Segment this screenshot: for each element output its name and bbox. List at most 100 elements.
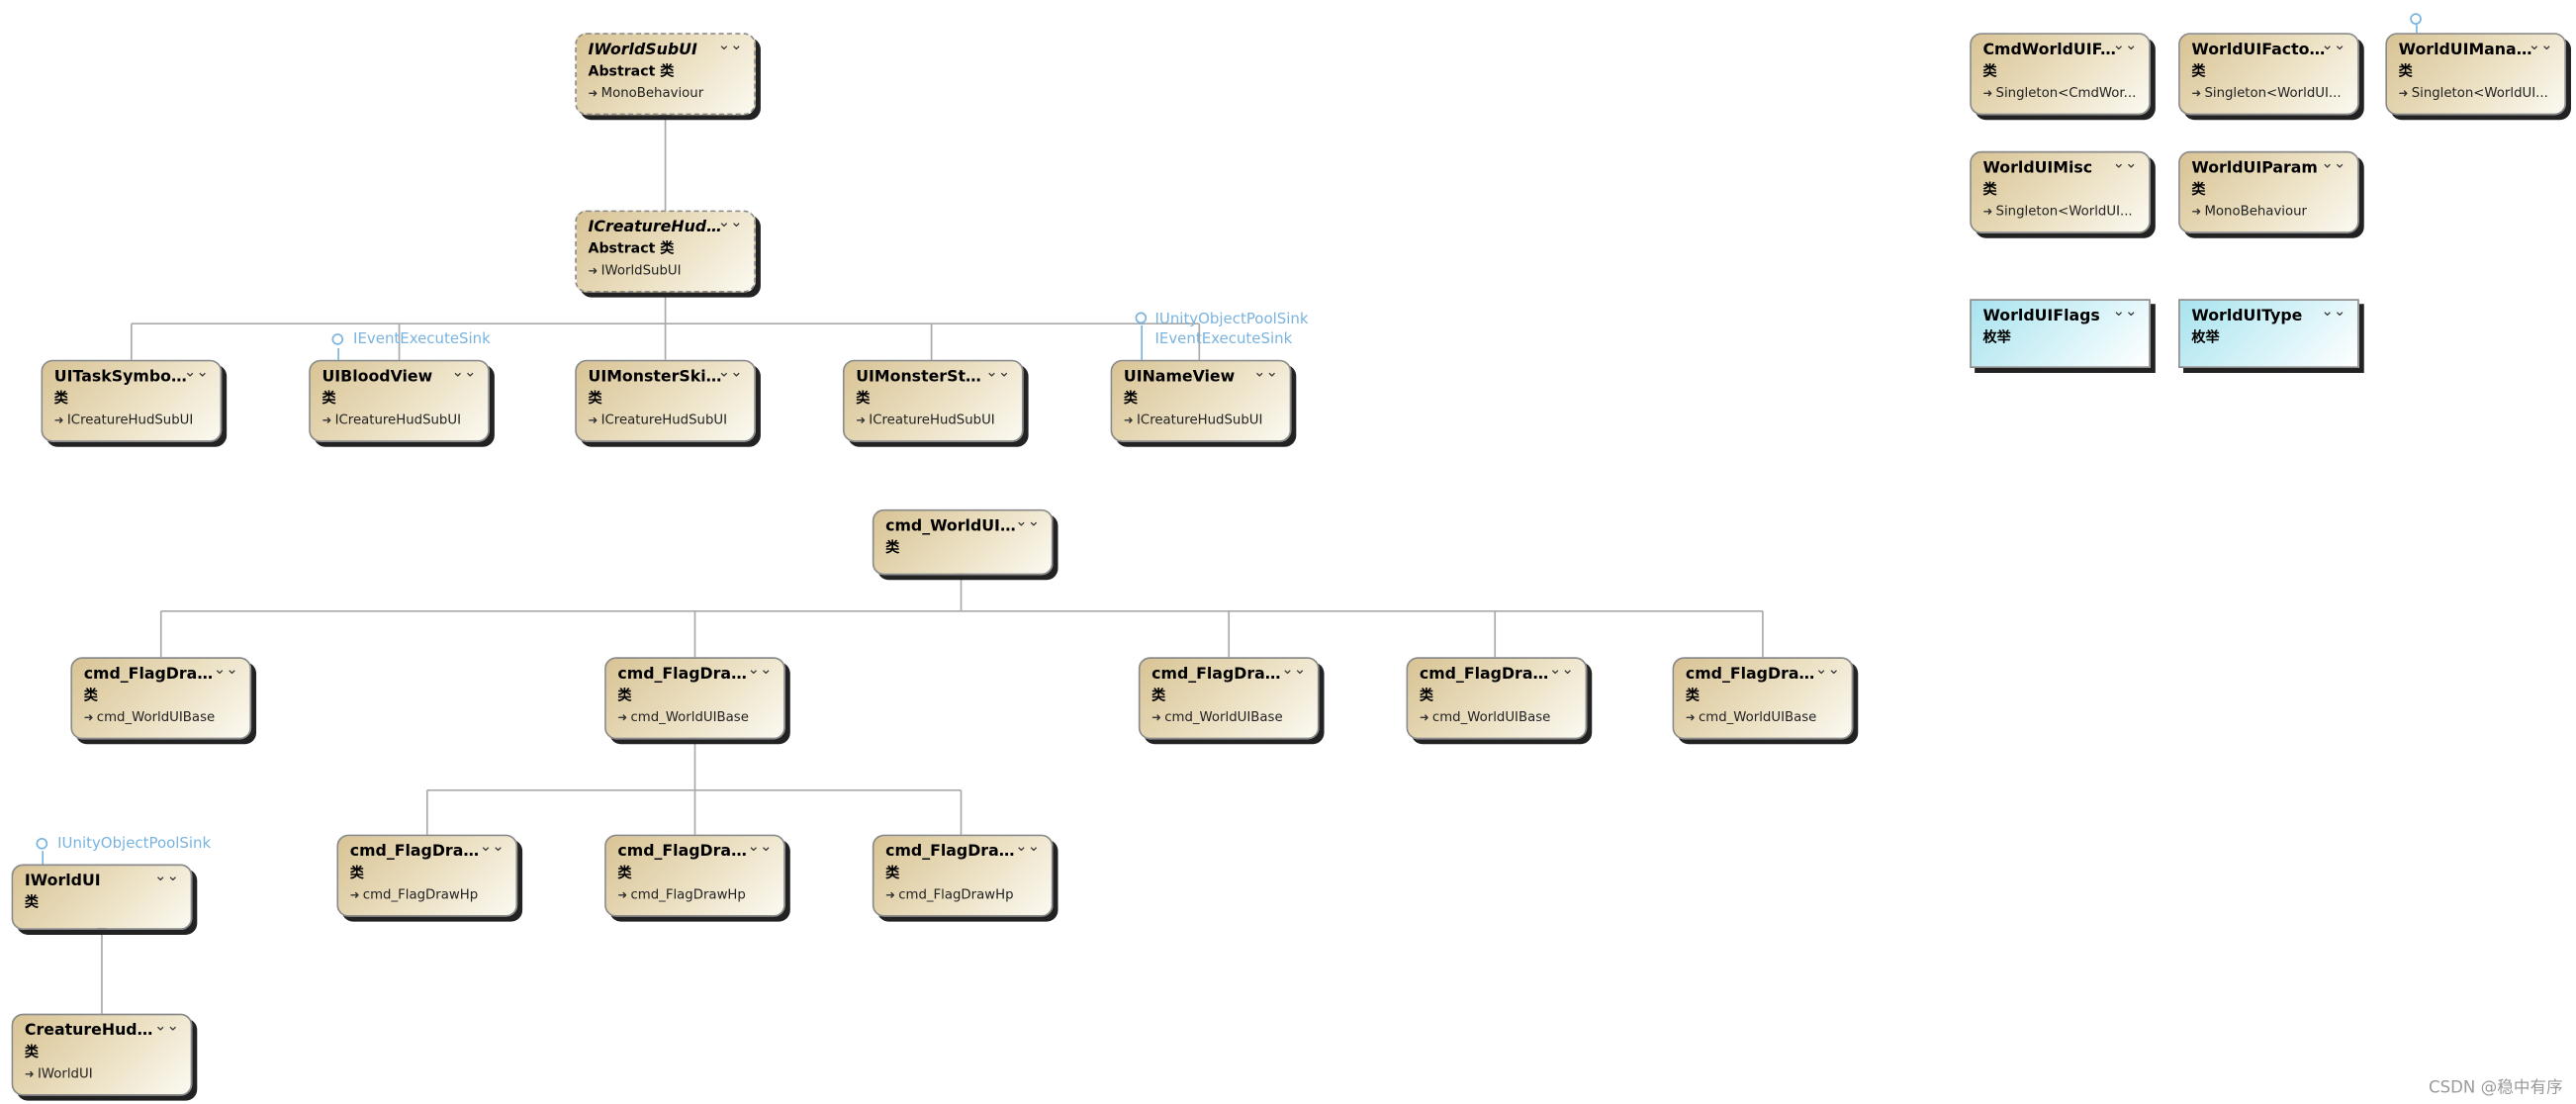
class-base: ➜cmd_FlagDrawHp [617, 886, 746, 902]
class-node-uibloodview[interactable]: UIBloodView 类 ➜ICreatureHudSubUI ⌄⌄ [309, 359, 490, 442]
class-node-cmdworlduif[interactable]: CmdWorldUIF... 类 ➜Singleton<CmdWor... ⌄⌄ [1970, 33, 2151, 116]
class-node-flagdrawhp-3[interactable]: cmd_FlagDraw... 类 ➜cmd_FlagDrawHp ⌄⌄ [872, 834, 1054, 917]
class-node-uinameview[interactable]: UINameView 类 ➜ICreatureHudSubUI ⌄⌄ [1110, 359, 1292, 442]
class-base: ➜cmd_WorldUIBase [617, 709, 749, 725]
class-node-flagdrawhp-2[interactable]: cmd_FlagDraw... 类 ➜cmd_FlagDrawHp ⌄⌄ [604, 834, 785, 917]
class-name: cmd_FlagDraw... [885, 842, 1021, 862]
class-node-flagdrawhp-1[interactable]: cmd_FlagDraw... 类 ➜cmd_FlagDrawHp ⌄⌄ [336, 834, 518, 917]
inherit-arrow-icon: ➜ [1151, 711, 1161, 725]
class-kind: 类 [24, 895, 40, 912]
chevron-down-icon[interactable]: ⌄⌄ [1814, 662, 1840, 679]
class-name: WorldUIFactory [2191, 41, 2327, 59]
class-node-uimonsterskill[interactable]: UIMonsterSkill... 类 ➜ICreatureHudSubUI ⌄… [575, 359, 756, 442]
class-node-worlduimisc[interactable]: WorldUIMisc 类 ➜Singleton<WorldUI... ⌄⌄ [1970, 150, 2151, 233]
chevron-down-icon[interactable]: ⌄⌄ [213, 662, 238, 679]
class-base: ➜Singleton<WorldUI... [2398, 85, 2548, 101]
chevron-down-icon[interactable]: ⌄⌄ [717, 215, 743, 232]
class-name: cmd_FlagDraw... [83, 665, 219, 684]
class-node-cmdworlduibase[interactable]: cmd_WorldUIB... 类 ⌄⌄ [872, 508, 1054, 576]
class-name: IWorldSubUI [588, 41, 697, 59]
interface-label: IUnityObjectPoolSink [1154, 312, 1309, 329]
class-name: ICreatureHudSub... [588, 218, 723, 237]
chevron-down-icon[interactable]: ⌄⌄ [2112, 38, 2138, 54]
inherit-arrow-icon: ➜ [349, 888, 360, 902]
chevron-down-icon[interactable]: ⌄⌄ [1281, 662, 1307, 679]
class-name: UIMonsterStat... [856, 367, 991, 387]
class-kind: 类 [1982, 63, 1997, 81]
chevron-down-icon[interactable]: ⌄⌄ [2528, 38, 2553, 54]
chevron-down-icon[interactable]: ⌄⌄ [747, 662, 773, 679]
class-node-flagdraw-5[interactable]: cmd_FlagDraw... 类 ➜cmd_WorldUIBase ⌄⌄ [1672, 657, 1854, 740]
class-name: WorldUIMana... [2398, 41, 2533, 59]
chevron-down-icon[interactable]: ⌄⌄ [451, 364, 477, 382]
class-base: ➜IWorldSubUI [588, 262, 682, 278]
class-node-iworldui[interactable]: IWorldUI 类 ⌄⌄ [11, 864, 193, 930]
inherit-arrow-icon: ➜ [1982, 205, 1993, 219]
class-name: cmd_FlagDraw... [1151, 665, 1287, 684]
class-name: CmdWorldUIF... [1982, 41, 2118, 59]
class-name: WorldUIParam [2191, 159, 2318, 178]
class-base: ➜ICreatureHudSubUI [1123, 412, 1263, 427]
chevron-down-icon[interactable]: ⌄⌄ [2321, 304, 2346, 321]
interface-lollipop-icon [331, 333, 344, 345]
inherit-arrow-icon: ➜ [588, 414, 598, 427]
chevron-down-icon[interactable]: ⌄⌄ [1015, 839, 1041, 857]
chevron-down-icon[interactable]: ⌄⌄ [1252, 364, 1279, 382]
class-name: cmd_WorldUIB... [885, 517, 1021, 536]
class-kind: 类 [349, 866, 364, 882]
class-node-iworldsubui[interactable]: IWorldSubUI Abstract 类 ➜MonoBehaviour ⌄⌄ [575, 33, 756, 116]
enum-name: WorldUIType [2191, 307, 2303, 325]
chevron-down-icon[interactable]: ⌄⌄ [153, 869, 180, 886]
class-kind: 类 [2191, 63, 2206, 81]
chevron-down-icon[interactable]: ⌄⌄ [479, 839, 505, 857]
class-base: ➜cmd_WorldUIBase [1151, 709, 1283, 725]
chevron-down-icon[interactable]: ⌄⌄ [2112, 304, 2138, 321]
chevron-down-icon[interactable]: ⌄⌄ [2112, 155, 2138, 173]
class-node-creaturehudw[interactable]: CreatureHudW... 类 ➜IWorldUI ⌄⌄ [11, 1013, 193, 1096]
interface-label: IEventExecuteSink [353, 331, 491, 349]
inherit-arrow-icon: ➜ [617, 711, 628, 725]
class-node-flagdraw-1[interactable]: cmd_FlagDraw... 类 ➜cmd_WorldUIBase ⌄⌄ [70, 657, 252, 740]
class-node-flagdraw-4[interactable]: cmd_FlagDraw... 类 ➜cmd_WorldUIBase ⌄⌄ [1406, 657, 1588, 740]
class-base: ➜Singleton<WorldUI... [2191, 85, 2342, 101]
chevron-down-icon[interactable]: ⌄⌄ [1015, 513, 1041, 531]
class-node-worlduifactory[interactable]: WorldUIFactory 类 ➜Singleton<WorldUI... ⌄… [2178, 33, 2359, 116]
class-node-worlduimana[interactable]: WorldUIMana... 类 ➜Singleton<WorldUI... ⌄… [2385, 33, 2567, 116]
class-node-icreaturehudsub[interactable]: ICreatureHudSub... Abstract 类 ➜IWorldSub… [575, 210, 756, 293]
class-base: ➜ICreatureHudSubUI [53, 412, 194, 427]
class-kind: Abstract 类 [588, 241, 675, 258]
class-base: ➜Singleton<CmdWor... [1982, 85, 2137, 101]
class-name: CreatureHudW... [24, 1021, 160, 1041]
enum-node-worlduiflags[interactable]: WorldUIFlags 枚举 ⌄⌄ [1970, 299, 2151, 368]
chevron-down-icon[interactable]: ⌄⌄ [183, 364, 209, 382]
chevron-down-icon[interactable]: ⌄⌄ [1548, 662, 1574, 679]
class-node-flagdraw-2[interactable]: cmd_FlagDraw... 类 ➜cmd_WorldUIBase ⌄⌄ [604, 657, 785, 740]
inherit-arrow-icon: ➜ [2398, 87, 2409, 101]
class-kind: 类 [1151, 688, 1166, 705]
class-node-worlduiparam[interactable]: WorldUIParam 类 ➜MonoBehaviour ⌄⌄ [2178, 150, 2359, 233]
chevron-down-icon[interactable]: ⌄⌄ [2321, 38, 2346, 54]
chevron-down-icon[interactable]: ⌄⌄ [985, 364, 1011, 382]
chevron-down-icon[interactable]: ⌄⌄ [2321, 155, 2346, 173]
chevron-down-icon[interactable]: ⌄⌄ [153, 1018, 180, 1036]
inherit-arrow-icon: ➜ [588, 87, 598, 101]
class-base: ➜cmd_WorldUIBase [1419, 709, 1551, 725]
class-base: ➜ICreatureHudSubUI [588, 412, 728, 427]
class-node-flagdraw-3[interactable]: cmd_FlagDraw... 类 ➜cmd_WorldUIBase ⌄⌄ [1138, 657, 1320, 740]
class-node-uimonsterstat[interactable]: UIMonsterStat... 类 ➜ICreatureHudSubUI ⌄⌄ [842, 359, 1024, 442]
chevron-down-icon[interactable]: ⌄⌄ [717, 364, 743, 382]
class-kind: 类 [1123, 391, 1139, 408]
class-kind: 类 [588, 391, 602, 408]
inherit-arrow-icon: ➜ [322, 414, 332, 427]
enum-kind: 枚举 [1982, 329, 2011, 347]
class-base: ➜ICreatureHudSubUI [322, 412, 462, 427]
class-node-uitasksymbol[interactable]: UITaskSymbol... 类 ➜ICreatureHudSubUI ⌄⌄ [41, 359, 223, 442]
class-kind: 类 [1685, 688, 1701, 705]
enum-node-worlduitype[interactable]: WorldUIType 枚举 ⌄⌄ [2178, 299, 2359, 368]
chevron-down-icon[interactable]: ⌄⌄ [717, 38, 743, 54]
chevron-down-icon[interactable]: ⌄⌄ [747, 839, 773, 857]
inherit-arrow-icon: ➜ [856, 414, 866, 427]
inherit-arrow-icon: ➜ [53, 414, 64, 427]
class-base: ➜IWorldUI [24, 1065, 93, 1081]
